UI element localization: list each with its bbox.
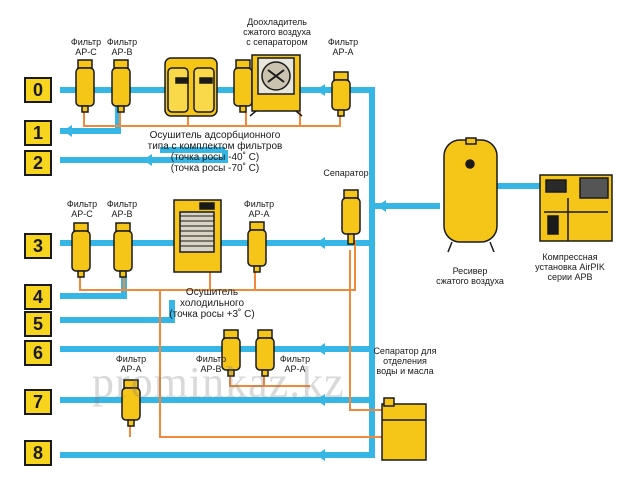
equipment: [71, 54, 613, 461]
line-number-0: 0: [24, 77, 52, 103]
drain-lines: [79, 110, 382, 438]
pipe-line-1: [60, 105, 121, 134]
filter-0-a: [331, 71, 351, 117]
oil-water-separator: [381, 397, 427, 461]
separator-unit: [341, 189, 361, 245]
filter-0-b: [111, 59, 131, 113]
filter-0-c: [75, 59, 95, 113]
watermark: prominkaz.kz: [92, 358, 345, 407]
pipe-line-5: [60, 300, 175, 323]
adsorption-dryer: [164, 57, 218, 117]
filter-3-a: [247, 221, 267, 273]
pipe-line-2: [60, 147, 228, 163]
compressor-unit: [539, 174, 613, 242]
line-number-1: 1: [24, 120, 52, 146]
pipe-trunk-down: [316, 206, 375, 458]
label-separator: Сепаратор: [323, 168, 369, 178]
line-number-5: 5: [24, 311, 52, 337]
filter-3-c: [71, 222, 91, 278]
filter-7-a: [121, 379, 141, 427]
filter-6-b: [221, 329, 241, 377]
filter-3-b: [113, 222, 133, 278]
filter-6-a: [255, 329, 275, 377]
receiver-tank: [443, 137, 498, 253]
line-number-3: 3: [24, 233, 52, 259]
line-number-7: 7: [24, 389, 52, 415]
line-number-6: 6: [24, 340, 52, 366]
line-number-8: 8: [24, 440, 52, 466]
filter-aftercooler: [233, 59, 253, 113]
line-number-2: 2: [24, 150, 52, 176]
line-number-4: 4: [24, 284, 52, 310]
pipe-line-4: [60, 275, 127, 299]
aftercooler-unit: [249, 54, 303, 117]
pipe-receiver-trunk: [362, 87, 440, 209]
refrigerated-dryer: [173, 199, 222, 273]
flow-arrows: [63, 84, 386, 461]
